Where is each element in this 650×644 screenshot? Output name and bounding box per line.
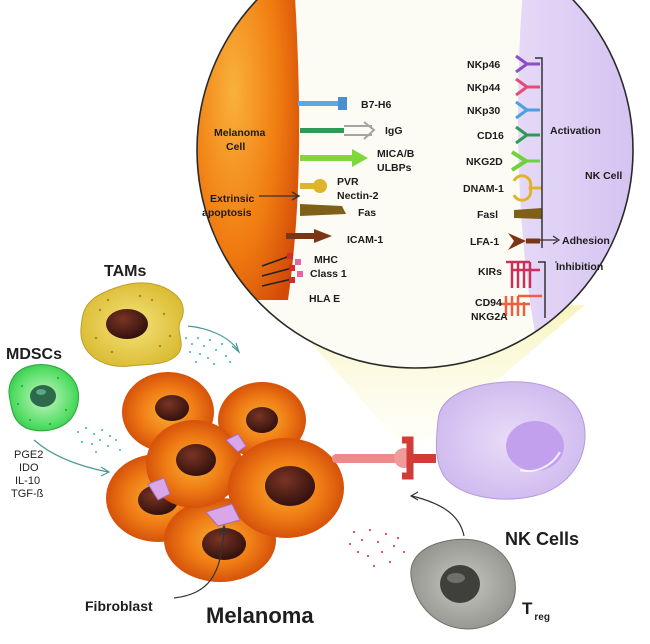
cd16-label: CD16 <box>477 130 504 142</box>
cd94-label-1: CD94 <box>475 297 502 309</box>
factor-list: PGE2 IDO IL-10 TGF-ß <box>11 449 44 500</box>
treg-secretion-dots <box>348 528 406 568</box>
melanoma-cluster <box>106 372 344 582</box>
zoom-circle: Melanoma Cell Extrinsic apoptosis B7-H6 … <box>196 0 634 369</box>
receptor-cd16 <box>515 125 540 145</box>
receptor-nkp46 <box>515 54 540 74</box>
ligand-b7h6 <box>298 97 347 110</box>
nkp44-label: NKp44 <box>467 82 500 94</box>
melanoma-cell-5 <box>146 420 242 508</box>
nkg2d-label: NKG2D <box>466 156 503 168</box>
fas-label: Fas <box>358 207 376 219</box>
receptor-kirs <box>506 260 540 288</box>
mdsc-secretion-dots <box>77 427 121 453</box>
nkp30-label: NKp30 <box>467 105 500 117</box>
fibroblast-label: Fibroblast <box>85 598 153 614</box>
tam-cell <box>80 282 184 367</box>
tam-arrow <box>187 325 239 351</box>
mica-label-1: MICA/B <box>377 148 415 160</box>
adhesion-label: Adhesion <box>562 235 610 247</box>
receptor-nkg2d <box>510 150 540 172</box>
melanoma-cell-label-2: Cell <box>226 141 245 153</box>
extrinsic-label-1: Extrinsic <box>210 193 255 205</box>
mdsc-cell <box>8 364 79 432</box>
ligand-igg <box>300 121 376 140</box>
receptor-nkp44 <box>515 77 540 97</box>
factor-tgfb: TGF-ß <box>11 488 44 500</box>
receptor-fasl <box>514 208 542 219</box>
nkp46-label: NKp46 <box>467 59 500 71</box>
lfa-label: LFA-1 <box>470 236 499 248</box>
igg-label: IgG <box>385 125 403 137</box>
receptor-nkp30 <box>515 100 540 120</box>
nk-cell <box>435 381 586 500</box>
mica-label-2: ULBPs <box>377 162 412 174</box>
treg-arrow <box>411 495 465 537</box>
ligand-pvr <box>300 179 327 193</box>
nk-cells-label: NK Cells <box>505 529 579 549</box>
icam-label: ICAM-1 <box>347 234 383 246</box>
pvr-label-2: Nectin-2 <box>337 190 379 202</box>
cd94-label-2: NKG2A <box>471 311 508 323</box>
receptor-cd94 <box>500 294 542 316</box>
mdscs-label: MDSCs <box>6 346 62 363</box>
fibroblast-arrow <box>173 527 225 599</box>
nk-cell-label: NK Cell <box>585 170 622 182</box>
receptor-dnam <box>512 174 542 202</box>
fibroblast-cells <box>147 433 247 527</box>
tam-secretion-dots <box>185 337 231 365</box>
melanoma-cell-label-1: Melanoma <box>214 127 266 139</box>
hlae-label: HLA E <box>309 293 340 305</box>
ligand-mhc <box>261 253 303 287</box>
ligand-mica <box>300 149 368 167</box>
treg-cell <box>410 538 516 630</box>
melanoma-label: Melanoma <box>206 603 314 628</box>
ligand-fas <box>300 204 346 216</box>
nk-cell-membrane <box>518 0 633 368</box>
pvr-label-1: PVR <box>337 176 359 188</box>
immune-synapse <box>332 436 436 480</box>
activation-label: Activation <box>550 125 601 137</box>
factor-ido: IDO <box>19 462 39 474</box>
receptor-lfa <box>508 233 540 250</box>
kirs-label: KIRs <box>478 266 502 278</box>
activation-bracket <box>535 57 543 248</box>
factor-pge2: PGE2 <box>14 449 43 461</box>
b7h6-label: B7-H6 <box>361 99 392 111</box>
factor-il10: IL-10 <box>15 475 40 487</box>
mhc-label-1: MHC <box>314 254 338 266</box>
tams-label: TAMs <box>104 263 146 280</box>
inhibition-label: Inhibition <box>556 261 603 273</box>
dnam-label: DNAM-1 <box>463 183 504 195</box>
fasl-label: Fasl <box>477 209 498 221</box>
mhc-label-2: Class 1 <box>310 268 347 280</box>
ligand-icam <box>286 229 332 243</box>
inhibition-bracket <box>538 261 546 318</box>
melanoma-cell-6 <box>228 438 344 538</box>
mdsc-arrow <box>33 439 109 473</box>
extrinsic-label-2: apoptosis <box>202 207 252 219</box>
